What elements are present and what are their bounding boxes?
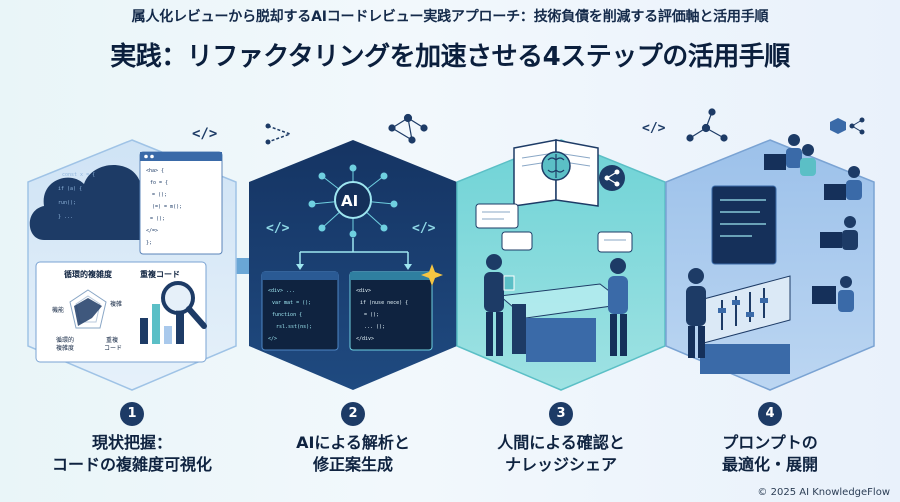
person-left — [484, 254, 515, 356]
step-4-label-line2: 最適化・展開 — [721, 455, 818, 474]
metric-b-label: 重複コード — [140, 269, 180, 279]
step-1-label-line1: 現状把握： — [91, 433, 172, 452]
svg-text:</>: </> — [192, 126, 217, 142]
step-1-label: 現状把握： コードの複雑度可視化 — [27, 432, 237, 476]
step-2-label-line1: AIによる解析と — [296, 433, 410, 452]
step-2-hexagon: AI </> </> <div> ... var mat = (); funct… — [249, 140, 457, 390]
ai-network-icon — [308, 164, 398, 238]
svg-text:if (nuse nece) {: if (nuse nece) { — [360, 300, 408, 306]
svg-text:fo = {: fo = { — [150, 180, 168, 186]
svg-text:<div>: <div> — [356, 288, 371, 294]
page-subtitle: 属人化レビューから脱却するAIコードレビュー実践アプローチ：技術負債を削減する評… — [131, 9, 769, 25]
sparkle-icon — [421, 264, 443, 286]
code-tag-icon: </> — [192, 126, 217, 142]
metric-a-label: 循環的複雑度 — [63, 269, 113, 279]
network-icon — [686, 108, 728, 142]
svg-text:<ha> {: <ha> { — [146, 168, 164, 174]
axis-br-label-2: コード — [104, 345, 122, 352]
brain-icon — [541, 151, 571, 181]
svg-text:</>: </> — [268, 336, 277, 342]
chat-bubble-icon — [475, 203, 633, 253]
dashboard-screen — [711, 185, 777, 265]
axis-bl-label-2: 複雑度 — [56, 344, 74, 352]
svg-text:(=) = m();: (=) = m(); — [152, 204, 182, 210]
svg-text:<div> ...: <div> ... — [268, 288, 295, 294]
svg-text:</div>: </div> — [356, 336, 374, 342]
svg-text:};: }; — [146, 240, 152, 246]
step-1-badge: 1 — [120, 402, 144, 426]
svg-text:= ();: = (); — [364, 312, 379, 318]
svg-text:run();: run(); — [58, 200, 76, 206]
floating-transfer-icon — [265, 123, 293, 145]
person-right — [608, 258, 628, 356]
svg-text:const x = {: const x = { — [62, 172, 95, 178]
metrics-panel — [35, 261, 207, 363]
step-2-badge: 2 — [341, 402, 365, 426]
axis-left-label: 機能 — [52, 306, 64, 314]
step-3-hexagon — [456, 139, 666, 391]
step-4-label-line1: プロンプトの — [722, 433, 818, 452]
remote-team — [764, 134, 862, 312]
svg-text:if (a) {: if (a) { — [58, 186, 82, 192]
operator-person — [686, 268, 706, 358]
step-2-label: AIによる解析と 修正案生成 — [248, 432, 458, 476]
share-icon — [599, 165, 625, 191]
svg-text:var mat = ();: var mat = (); — [272, 300, 311, 306]
floating-code-tag-icon: </> — [642, 121, 666, 136]
copyright: © 2025 AI KnowledgeFlow — [757, 487, 890, 498]
floating-network-icon — [388, 113, 428, 144]
step-1-hexagon: const x = { if (a) { run(); } ... <ha> {… — [27, 126, 237, 391]
svg-text:function {: function { — [272, 312, 302, 318]
step-1-label-line2: コードの複雑度可視化 — [51, 455, 212, 474]
radar-chart — [69, 289, 107, 329]
svg-text:</>: </> — [642, 121, 666, 136]
svg-text:rsl.sst(ns);: rsl.sst(ns); — [276, 324, 312, 330]
axis-right-label: 複雑 — [110, 300, 122, 308]
axis-bl-label-1: 循環的 — [56, 336, 74, 344]
code-tag-left-icon: </> — [266, 221, 290, 236]
step-4-badge: 4 — [758, 402, 782, 426]
svg-text:= ();: = (); — [150, 216, 165, 222]
axis-br-label-1: 重複 — [106, 336, 118, 344]
svg-text:} ...: } ... — [58, 214, 73, 220]
cube-icon — [830, 117, 865, 135]
code-tag-right-icon: </> — [412, 221, 436, 236]
svg-text:= ();: = (); — [152, 192, 167, 198]
step-4-label: プロンプトの 最適化・展開 — [665, 432, 875, 476]
step-3-label-line1: 人間による確認と — [497, 433, 625, 452]
magnifier-icon — [161, 281, 207, 329]
ai-label: AI — [341, 192, 358, 210]
step-2-label-line2: 修正案生成 — [312, 455, 393, 474]
svg-text:... ();: ... (); — [364, 324, 385, 330]
page-title: 実践：リファクタリングを加速させる4ステップの活用手順 — [110, 42, 790, 72]
step-4-hexagon — [665, 108, 875, 391]
step-3-label: 人間による確認と ナレッジシェア — [456, 432, 666, 476]
duplicate-code-bars — [140, 304, 184, 344]
step-3-label-line2: ナレッジシェア — [504, 455, 617, 474]
svg-text:</=>: </=> — [146, 228, 158, 234]
step-3-badge: 3 — [549, 402, 573, 426]
